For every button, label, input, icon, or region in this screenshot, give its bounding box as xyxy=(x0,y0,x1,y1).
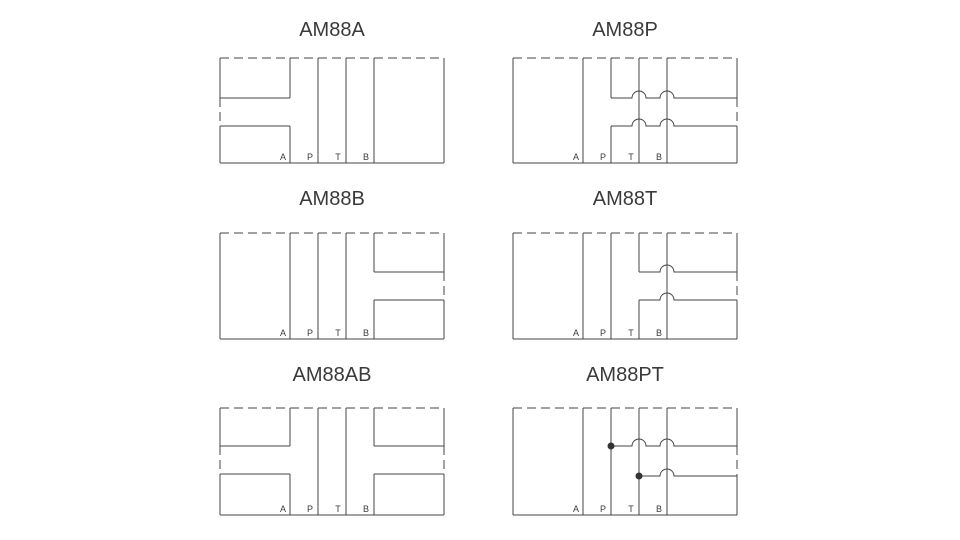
diagram-am88a: AM88A A P T B xyxy=(219,19,445,164)
diagram-symbol xyxy=(219,57,445,164)
port-label-b: B xyxy=(363,328,369,338)
diagram-title: AM88B xyxy=(299,188,365,210)
port-label-b: B xyxy=(363,152,369,162)
diagram-title: AM88A xyxy=(299,19,365,41)
port-label-a: A xyxy=(573,152,579,162)
diagram-am88t: AM88T A P T B xyxy=(512,188,738,340)
port-label-b: B xyxy=(656,328,662,338)
junction-dot xyxy=(635,472,643,480)
port-label-b: B xyxy=(363,504,369,514)
junction-dot xyxy=(607,442,615,450)
port-label-a: A xyxy=(573,504,579,514)
diagram-title: AM88PT xyxy=(586,364,664,386)
port-label-t: T xyxy=(628,504,634,514)
diagram-symbol xyxy=(512,57,738,164)
diagram-title: AM88AB xyxy=(293,364,372,386)
diagram-am88b: AM88B A P T B xyxy=(219,188,445,340)
port-label-t: T xyxy=(628,152,634,162)
port-label-t: T xyxy=(335,504,341,514)
diagram-am88pt: AM88PT A P T B xyxy=(512,364,738,516)
diagram-symbol xyxy=(219,407,445,516)
port-label-p: P xyxy=(307,152,313,162)
diagram-am88ab: AM88AB A P T B xyxy=(219,364,445,516)
diagram-title: AM88P xyxy=(592,19,658,41)
diagram-symbol xyxy=(219,232,445,340)
port-label-a: A xyxy=(280,152,286,162)
diagram-symbol xyxy=(512,232,738,340)
diagram-symbol xyxy=(512,407,738,516)
port-label-b: B xyxy=(656,504,662,514)
port-label-p: P xyxy=(600,328,606,338)
diagram-am88p: AM88P A P T B xyxy=(512,19,738,164)
port-label-a: A xyxy=(280,328,286,338)
port-label-p: P xyxy=(600,152,606,162)
port-label-p: P xyxy=(307,504,313,514)
port-label-t: T xyxy=(335,152,341,162)
port-label-t: T xyxy=(335,328,341,338)
diagram-title: AM88T xyxy=(593,188,657,210)
port-label-b: B xyxy=(656,152,662,162)
port-label-p: P xyxy=(307,328,313,338)
port-label-t: T xyxy=(628,328,634,338)
port-label-p: P xyxy=(600,504,606,514)
port-label-a: A xyxy=(573,328,579,338)
port-label-a: A xyxy=(280,504,286,514)
